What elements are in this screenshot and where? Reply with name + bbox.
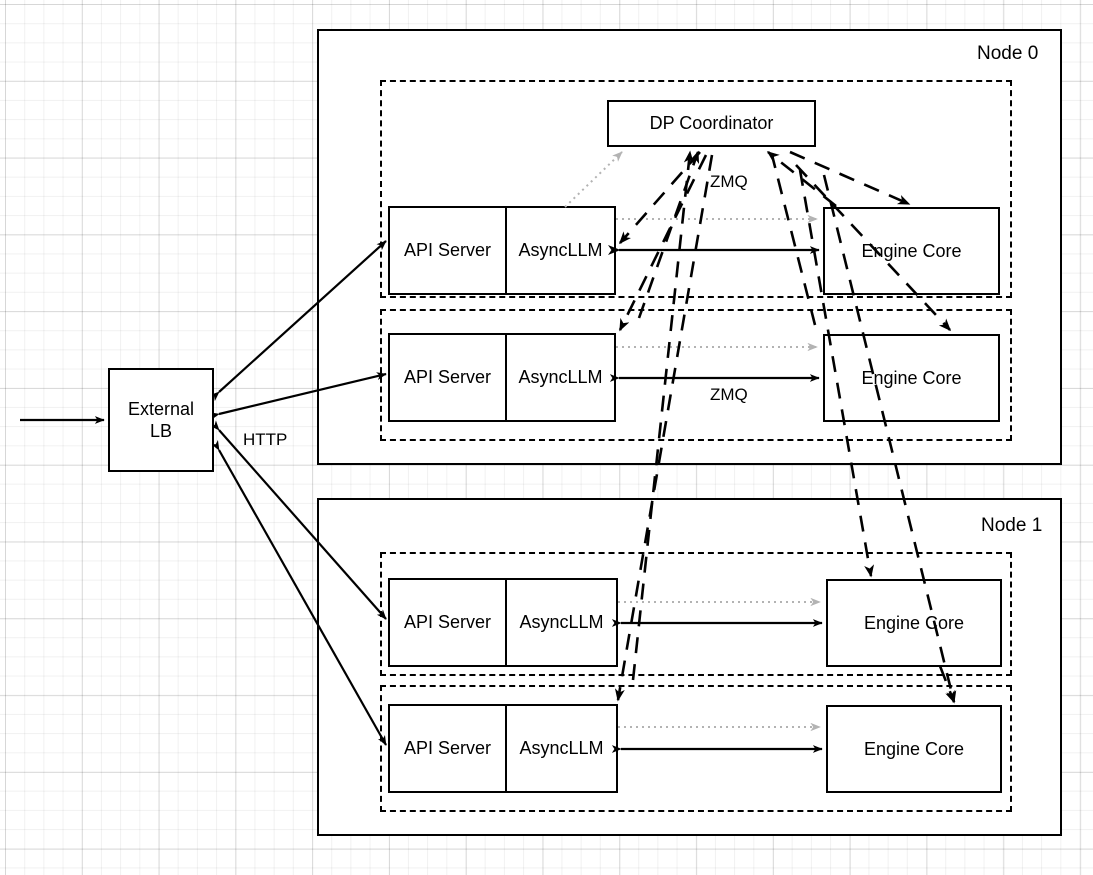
- engine-core-label-n0g0: Engine Core: [861, 240, 962, 261]
- asyncllm-label-n1g0: AsyncLLM: [519, 612, 604, 632]
- external-lb-label-line2: LB: [149, 421, 173, 441]
- zmq-label-bottom: ZMQ: [710, 385, 748, 404]
- engine-core-label-n1g1: Engine Core: [863, 738, 965, 759]
- api-server-label-n0g0: API Server: [403, 240, 492, 260]
- dp-coordinator-label: DP Coordinator: [649, 113, 774, 134]
- engine-core-n0g1[interactable]: Engine Core: [823, 334, 1000, 422]
- split-divider: [505, 706, 507, 791]
- zmq-label-top: ZMQ: [710, 172, 748, 191]
- http-label: HTTP: [243, 430, 288, 449]
- engine-core-n0g0[interactable]: Engine Core: [823, 207, 1000, 295]
- api-server-label-n1g0: API Server: [403, 612, 492, 632]
- api-server-label-n0g1: API Server: [403, 367, 492, 387]
- api-server-asyncllm-n0g1[interactable]: API Server AsyncLLM: [388, 333, 616, 422]
- dp-coordinator-box[interactable]: DP Coordinator: [607, 100, 816, 147]
- external-lb-label-line1: External: [127, 398, 195, 419]
- engine-core-label-n1g0: Engine Core: [863, 612, 965, 633]
- split-divider: [505, 580, 507, 665]
- api-server-asyncllm-n1g0[interactable]: API Server AsyncLLM: [388, 578, 618, 667]
- api-server-asyncllm-n0g0[interactable]: API Server AsyncLLM: [388, 206, 616, 295]
- node-0-label: Node 0: [977, 43, 1039, 64]
- engine-core-n1g1[interactable]: Engine Core: [826, 705, 1002, 793]
- asyncllm-label-n1g1: AsyncLLM: [519, 738, 604, 758]
- engine-core-label-n0g1: Engine Core: [861, 367, 962, 388]
- engine-core-n1g0[interactable]: Engine Core: [826, 579, 1002, 667]
- split-divider: [505, 208, 507, 293]
- external-lb-box[interactable]: External LB: [108, 368, 214, 472]
- asyncllm-label-n0g1: AsyncLLM: [518, 367, 603, 387]
- api-server-asyncllm-n1g1[interactable]: API Server AsyncLLM: [388, 704, 618, 793]
- node-1-label: Node 1: [981, 515, 1043, 536]
- asyncllm-label-n0g0: AsyncLLM: [518, 240, 603, 260]
- api-server-label-n1g1: API Server: [403, 738, 492, 758]
- split-divider: [505, 335, 507, 420]
